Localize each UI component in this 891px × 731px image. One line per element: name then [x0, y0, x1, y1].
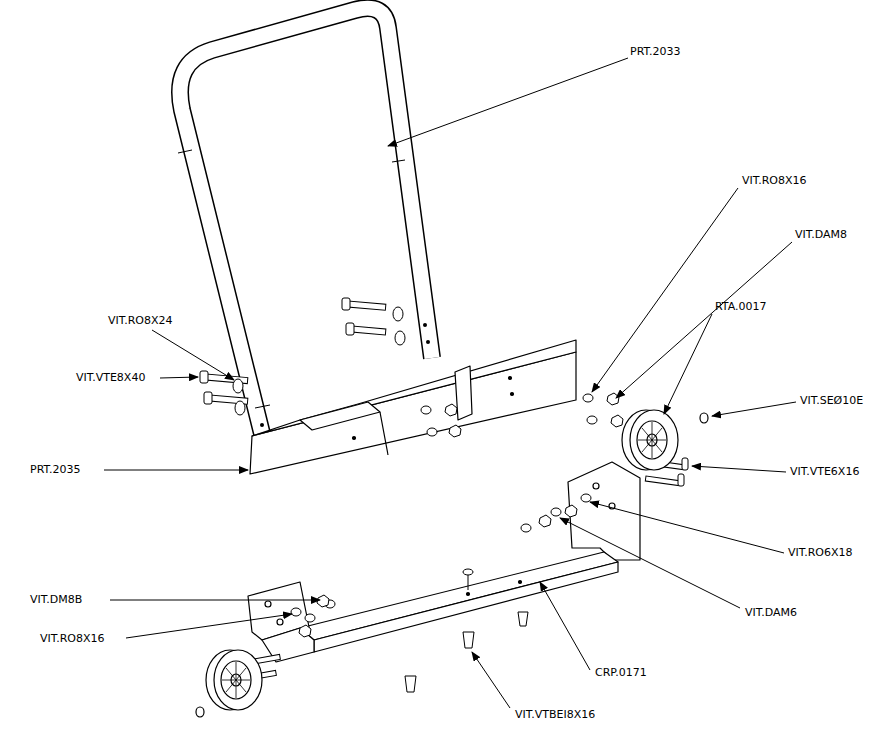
part-label: PRT.2033: [630, 45, 680, 58]
handle-tube: [178, 8, 432, 458]
part-label: VIT.RO8X16: [742, 174, 807, 187]
leader-lines: [104, 58, 796, 708]
part-label: VIT.VTE6X16: [790, 465, 859, 478]
part-label: VIT.DM8B: [30, 593, 82, 606]
part-label: VIT.DAM6: [745, 606, 797, 619]
bracket-plate: [250, 340, 576, 474]
part-label: VIT.RO8X16: [40, 632, 105, 645]
part-label: VIT.DAM8: [795, 228, 847, 241]
handle-fasteners: [200, 298, 623, 437]
base-channel: [248, 462, 640, 662]
part-label: RTA.0017: [715, 300, 767, 313]
part-label: VIT.SEØ10E: [800, 394, 863, 407]
part-label: PRT.2035: [30, 463, 80, 476]
wheel: [196, 410, 708, 717]
part-label: VIT.VTBEI8X16: [515, 708, 595, 721]
part-label: VIT.RO8X24: [108, 314, 173, 327]
part-label: VIT.VTE8X40: [76, 371, 145, 384]
part-label: CRP.0171: [595, 666, 647, 679]
base-fasteners: [244, 458, 688, 692]
part-label: VIT.RO6X18: [788, 546, 853, 559]
